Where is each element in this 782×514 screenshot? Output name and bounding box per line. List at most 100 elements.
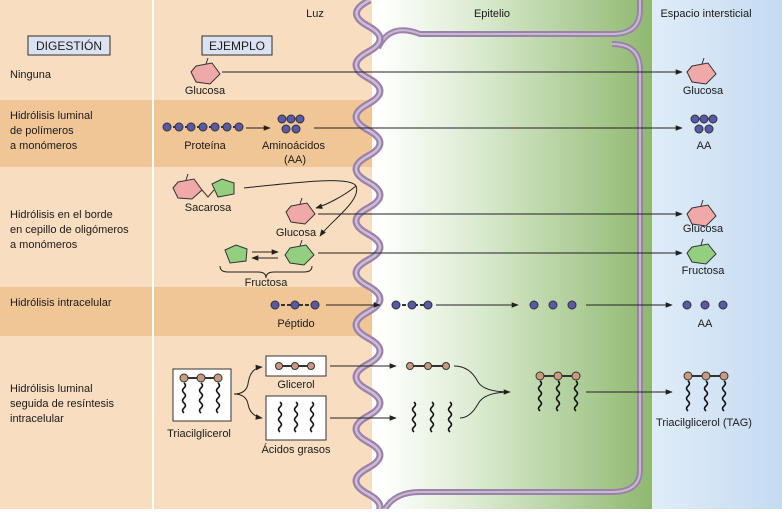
fructose-icon [686, 243, 717, 265]
fatty-acids-label: Ácidos grasos [261, 443, 331, 456]
bead [442, 362, 450, 370]
glucose-label: Glucosa [276, 227, 317, 239]
bead [567, 300, 577, 310]
bead [535, 371, 545, 381]
amino-acids-icon [277, 114, 305, 134]
bead [162, 122, 172, 132]
epithelium-header: Epitelio [474, 8, 510, 20]
row-brush-label: Hidrólisis en el borde en cepillo de oli… [10, 209, 132, 251]
bead [286, 114, 296, 124]
target-label: Triacilglicerol (TAG) [656, 417, 752, 429]
bead [281, 124, 291, 134]
bead [270, 300, 280, 310]
bead [213, 373, 223, 383]
epithelium-area [380, 0, 652, 509]
glycerol-icon [275, 362, 315, 370]
bead [571, 371, 581, 381]
bead [179, 373, 189, 383]
triacylglycerol-icon [683, 371, 729, 412]
row-bands [0, 100, 372, 336]
resynthesis-arrow [453, 365, 511, 395]
bead [548, 300, 558, 310]
row-none: Glucosa Glucosa [185, 57, 724, 97]
bead [310, 300, 320, 310]
protein-chain-icon [162, 122, 244, 132]
row-intracellular: Péptido AA [270, 300, 728, 330]
row-resynthesis-label: Hidrólisis luminal seguida de resíntesis… [10, 383, 117, 425]
bead [222, 122, 232, 132]
source-label: Péptido [277, 318, 314, 330]
amino-acids-icon [690, 114, 718, 134]
bead [174, 122, 184, 132]
interstitial-header: Espacio intersticial [660, 8, 751, 20]
peptide-icon [270, 300, 320, 310]
bead [275, 362, 283, 370]
bead [704, 124, 714, 134]
target-label: Glucosa [683, 85, 724, 97]
fructose-label: Fructosa [245, 277, 289, 289]
fructose-brace [219, 265, 313, 279]
peptide-icon [391, 300, 433, 310]
bead [690, 114, 700, 124]
example-header-box [201, 35, 273, 56]
target-label: AA [697, 140, 712, 152]
amino-acids-icon [529, 300, 577, 310]
bead [719, 371, 729, 381]
row-none-label: Ninguna [10, 69, 52, 81]
fatty-acids-icon [411, 401, 453, 433]
bead [295, 114, 305, 124]
bead [718, 300, 728, 310]
bead [694, 124, 704, 134]
target-glucose-label: Glucosa [683, 223, 724, 235]
bead [277, 114, 287, 124]
glucose-icon [686, 204, 717, 227]
bead [553, 371, 563, 381]
glycerol-label: Glicerol [277, 379, 314, 391]
bead [682, 300, 692, 310]
bead [683, 371, 693, 381]
source-label: Glucosa [185, 85, 226, 97]
target-fructose-label: Fructosa [682, 265, 726, 277]
bead [291, 362, 299, 370]
hydrolysis-arrow [315, 185, 357, 209]
brush-border-membrane [352, 0, 384, 514]
digestion-header-box [27, 35, 111, 56]
target-label: AA [698, 318, 713, 330]
bead [407, 300, 417, 310]
glycerol-icon [406, 362, 450, 370]
bead [423, 300, 433, 310]
bead [234, 122, 244, 132]
lumen-header: Luz [306, 8, 324, 20]
bead [700, 300, 710, 310]
fructose-pyranose-icon [284, 244, 315, 266]
example-header: EJEMPLO [209, 39, 265, 53]
bead [708, 114, 718, 124]
bead [210, 122, 220, 132]
bead [307, 362, 315, 370]
glucose-icon [285, 202, 316, 225]
product-label: Aminoácidos (AA) [262, 140, 328, 166]
fructose-furanose-icon [224, 244, 248, 264]
bead [529, 300, 539, 310]
row-resynthesis: Triacilglicerol Glicerol Ácidos grasos T… [167, 355, 752, 456]
fructose-icon [211, 178, 235, 198]
bead [186, 122, 196, 132]
row-luminal: Proteína Aminoácidos (AA) AA [162, 114, 718, 166]
bead [406, 362, 414, 370]
bead [391, 300, 401, 310]
hydrolysis-arrow [243, 180, 358, 237]
bead [699, 114, 709, 124]
bead [291, 124, 301, 134]
bead [196, 373, 206, 383]
row-intracellular-label: Hidrólisis intracelular [10, 297, 112, 309]
fatty-acids-icon [277, 401, 315, 433]
bead [198, 122, 208, 132]
glucose-icon [172, 178, 203, 200]
bead [290, 300, 300, 310]
digestion-header: DIGESTIÓN [36, 38, 102, 53]
triacylglycerol-icon [535, 371, 581, 412]
bead [701, 371, 711, 381]
source-label: Triacilglicerol [167, 428, 231, 440]
